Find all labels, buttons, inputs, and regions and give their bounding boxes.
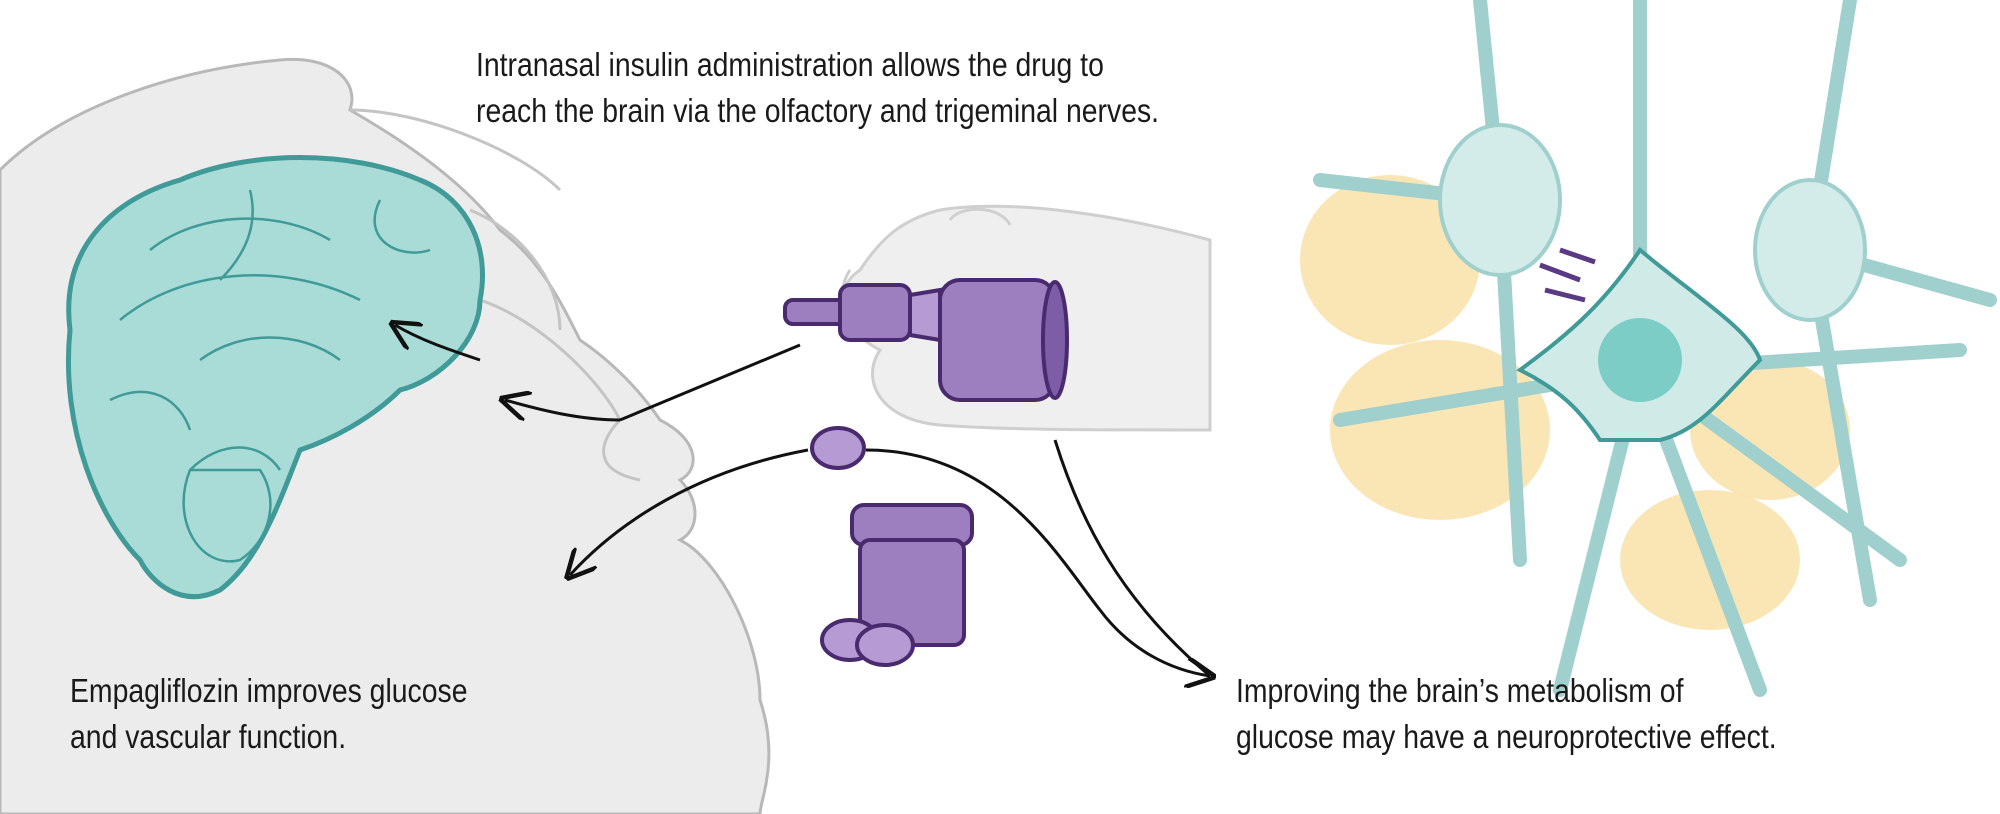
brain-illustration [65,155,485,599]
nasal-spray-icon [783,278,1069,402]
caption-metabolism: Improving the brain’s metabolism of gluc… [1236,668,1777,760]
caption-line: Empagliflozin improves glucose [70,672,468,709]
caption-line: Intranasal insulin administration allows… [476,46,1104,83]
caption-line: and vascular function. [70,718,347,755]
caption-line: Improving the brain’s metabolism of [1236,672,1684,709]
caption-empagliflozin: Empagliflozin improves glucose and vascu… [70,668,468,760]
caption-line: glucose may have a neuroprotective effec… [1236,718,1777,755]
arrows [395,325,1210,676]
neuron-network [1300,0,1997,697]
caption-line: reach the brain via the olfactory and tr… [476,92,1160,129]
pill-bottle-icon [810,426,974,667]
caption-intranasal: Intranasal insulin administration allows… [476,42,1159,134]
